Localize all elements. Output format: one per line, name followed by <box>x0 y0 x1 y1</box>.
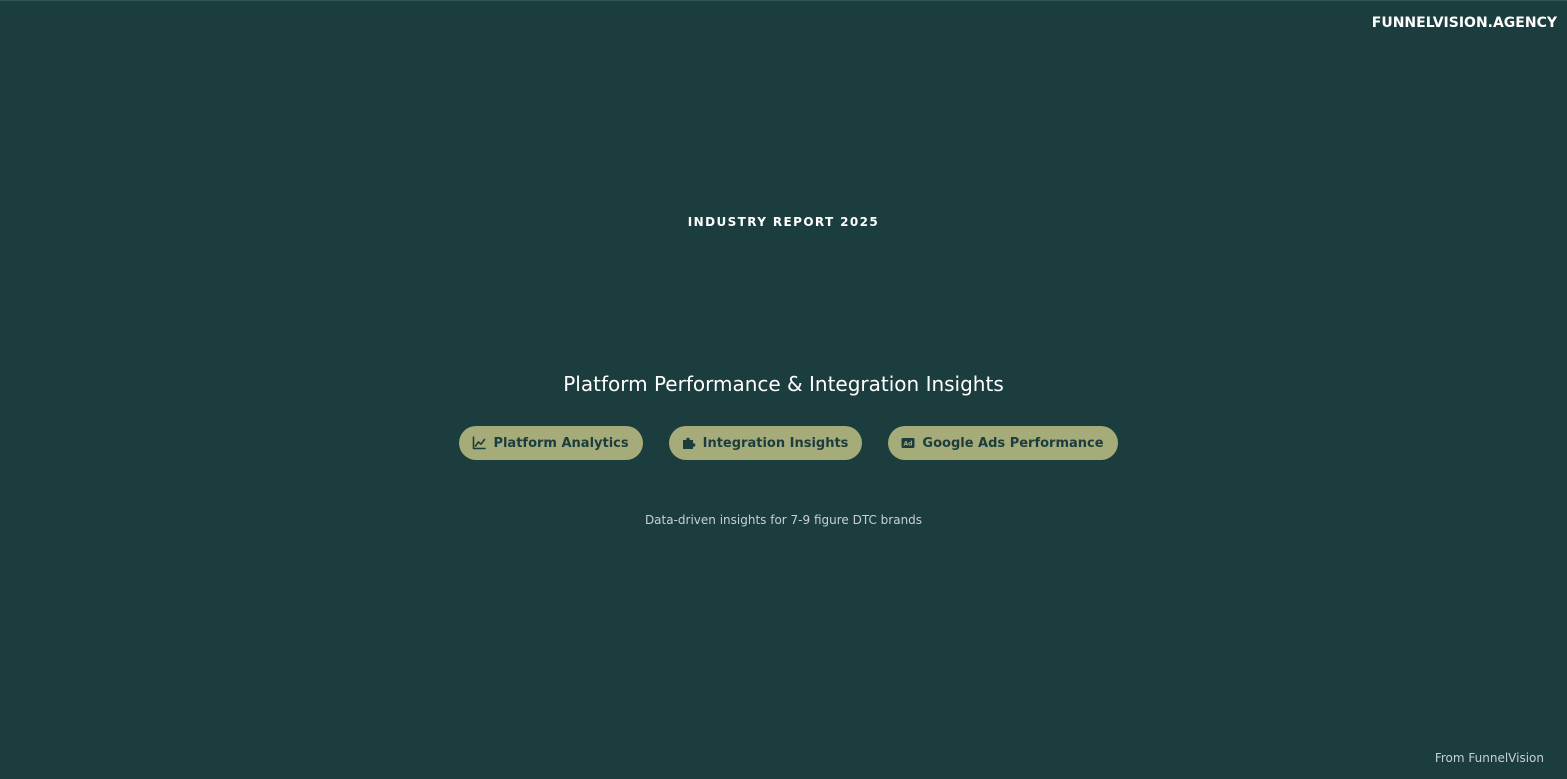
footer-credit: From FunnelVision <box>1434 751 1544 765</box>
line-chart-icon <box>472 436 487 450</box>
svg-text:Ad: Ad <box>904 441 913 448</box>
google-ads-performance-button[interactable]: Ad Google Ads Performance <box>888 426 1118 460</box>
pill-label: Google Ads Performance <box>922 435 1104 451</box>
topic-pill-row: Platform Analytics Integration Insights … <box>0 426 1567 460</box>
pill-label: Integration Insights <box>702 435 849 451</box>
integration-insights-button[interactable]: Integration Insights <box>668 426 863 460</box>
brand-logo-text[interactable]: FUNNELVISION.AGENCY <box>1371 15 1557 31</box>
report-eyebrow: INDUSTRY REPORT 2025 <box>687 215 880 229</box>
hero-tagline: Data-driven insights for 7-9 figure DTC … <box>644 513 923 527</box>
ad-badge-icon: Ad <box>901 436 915 450</box>
pill-label: Platform Analytics <box>493 435 629 451</box>
platform-analytics-button[interactable]: Platform Analytics <box>459 426 643 460</box>
puzzle-piece-icon <box>682 436 696 450</box>
page-title: Platform Performance & Integration Insig… <box>563 372 1004 396</box>
top-border <box>0 0 1567 1</box>
